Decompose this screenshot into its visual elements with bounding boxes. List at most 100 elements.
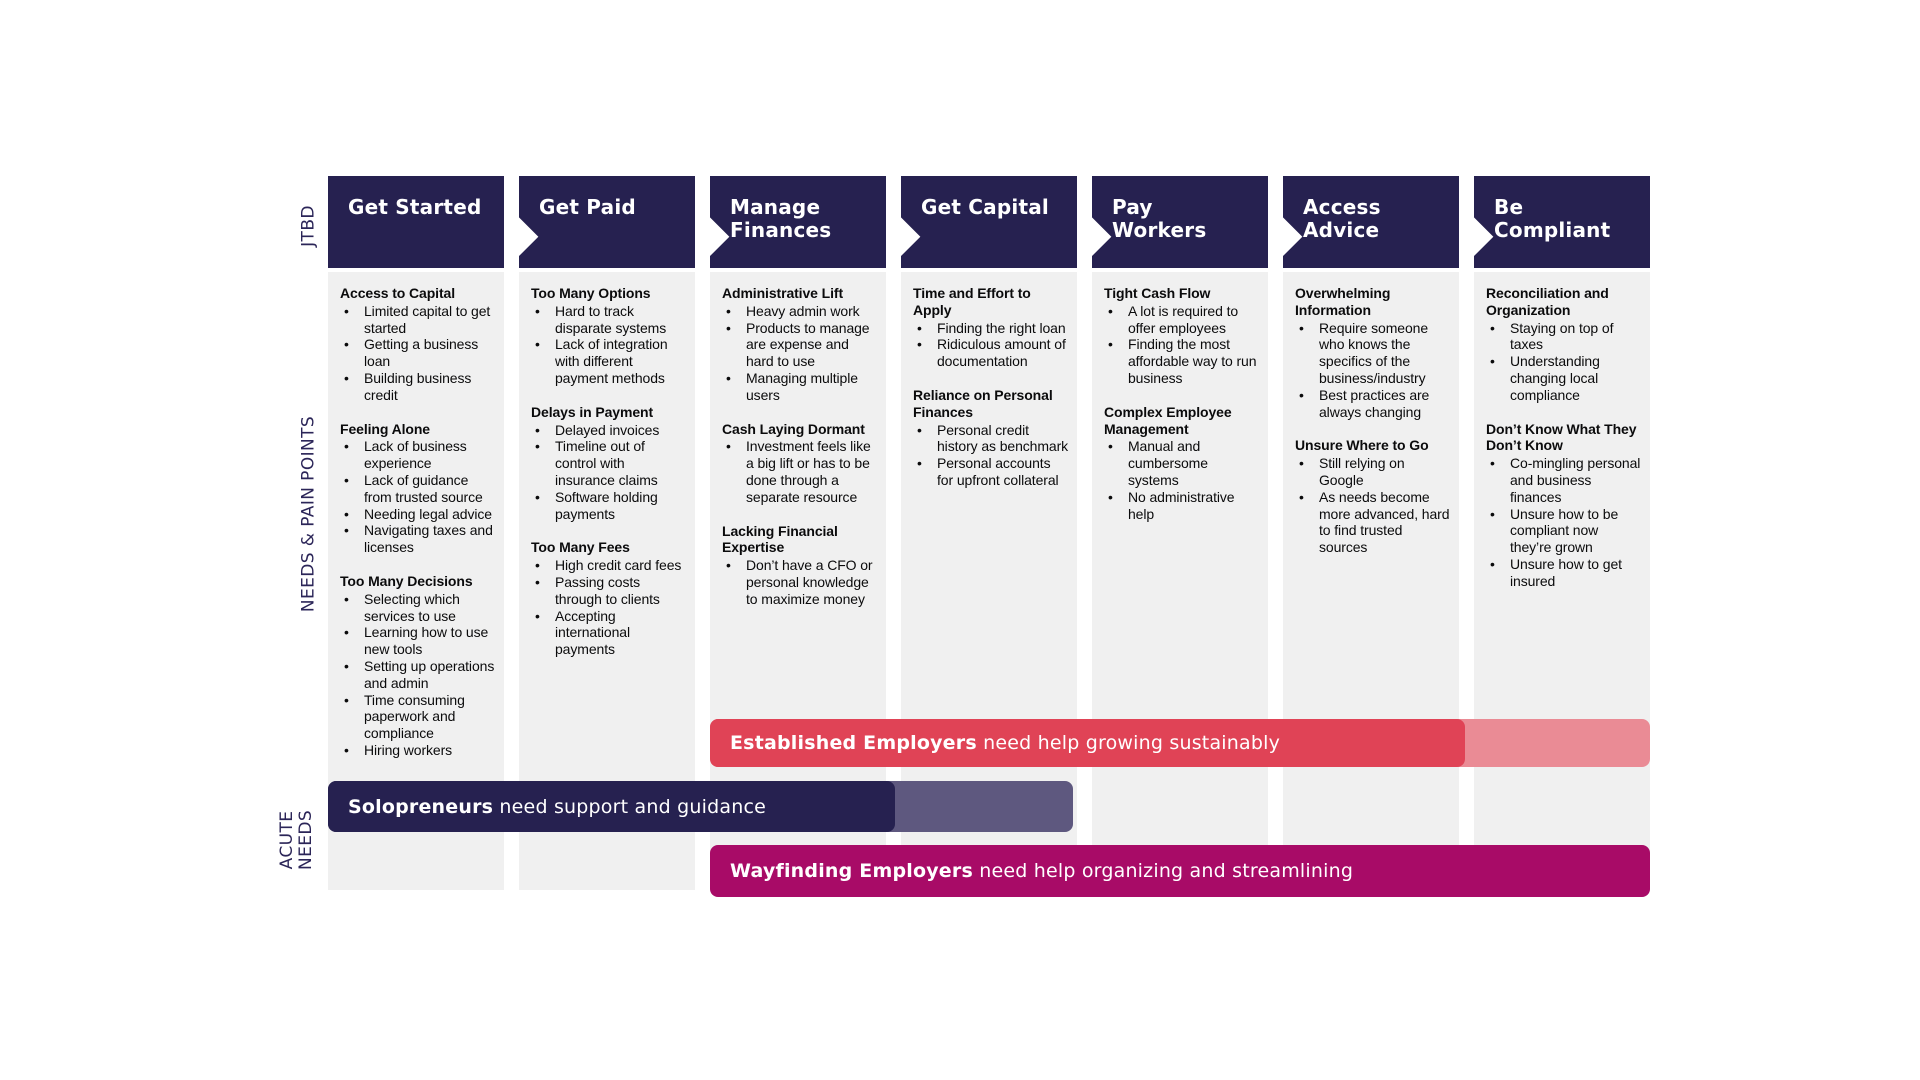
pain-point-bullet: •Navigating taxes and licenses [340, 522, 496, 556]
bullet-dot-icon: • [726, 438, 731, 455]
pain-point-group: Complex Employee Management•Manual and c… [1104, 404, 1260, 523]
pain-point-heading: Reliance on Personal Finances [913, 386, 1053, 420]
bullet-dot-icon: • [1490, 319, 1495, 336]
pain-point-bullet: •No administrative help [1104, 489, 1260, 523]
pain-point-bullet: •Manual and cumbersome systems [1104, 438, 1260, 488]
pain-points-panel: Overwhelming Information•Require someone… [1283, 272, 1459, 890]
pain-point-bullet: •Don’t have a CFO or personal knowledge … [722, 557, 878, 607]
pain-point-bullet: •Finding the right loan [913, 320, 1069, 337]
pain-point-group: Don’t Know What They Don’t Know•Co-mingl… [1486, 421, 1642, 590]
pain-point-bullet: •As needs become more advanced, hard to … [1295, 489, 1451, 556]
pain-point-bullet: • Lack of integration with different paym… [531, 336, 687, 386]
bullet-text: Navigating taxes and licenses [364, 522, 493, 556]
bullet-dot-icon: • [917, 319, 922, 336]
bullet-text: Delayed invoices [555, 421, 660, 438]
bullet-text: Best practices are always changing [1319, 386, 1430, 420]
jtbd-column: Pay Workers Tight Cash Flow•A lot is req… [1092, 176, 1268, 890]
pain-point-bullet: •A lot is required to offer employees [1104, 303, 1260, 337]
bullet-dot-icon: • [344, 657, 349, 674]
pain-point-group: Too Many Decisions•Selecting which servi… [340, 573, 496, 759]
pain-point-bullet: •Learning how to use new tools [340, 624, 496, 658]
pain-point-heading: Overwhelming Information [1295, 285, 1391, 318]
pain-point-bullet: • Personal credit history as benchmark [913, 422, 1069, 456]
pain-point-bullet: •Software holding payments [531, 489, 687, 523]
row-label-acute-needs: ACUTE NEEDS [277, 809, 316, 871]
bullet-text: Staying on top of taxes [1510, 319, 1614, 353]
pain-point-bullet: •Hard to track disparate systems [531, 303, 687, 337]
pain-point-group: Unsure Where to Go•Still relying on Goog… [1295, 437, 1451, 556]
bullet-text: Unsure how to get insured [1510, 555, 1622, 589]
bullet-dot-icon: • [1490, 555, 1495, 572]
bullet-dot-icon: • [1108, 336, 1113, 353]
pain-point-bullet: • Co-mingling personal and business finan… [1486, 455, 1642, 505]
jtbd-column-title: Access Advice [1303, 195, 1381, 242]
pain-point-bullet: • Unsure how to get insured [1486, 556, 1642, 590]
bullet-dot-icon: • [917, 336, 922, 353]
bullet-text: Products to manage are expense and hard … [746, 319, 870, 370]
acute-bar-solopreneurs-bold: Solopreneurs [348, 795, 494, 818]
pain-point-bullet: • Heavy admin work [722, 303, 878, 320]
pain-point-bullet: •Accepting international payments [531, 608, 687, 658]
jtbd-column-header: Be Compliant [1474, 176, 1650, 268]
pain-point-group: Too Many Fees•High credit card fees•Pass… [531, 539, 687, 658]
pain-point-group: Lacking Financial Expertise•Don’t have a… [722, 523, 878, 608]
bullet-dot-icon: • [535, 557, 540, 574]
pain-point-heading: Unsure Where to Go [1295, 437, 1429, 454]
bullet-dot-icon: • [535, 488, 540, 505]
jtbd-column: Access Advice Overwhelming Information•R… [1283, 176, 1459, 890]
pain-point-bullet: •Unsure how to be compliant now they’re … [1486, 506, 1642, 556]
pain-point-heading: Administrative Lift [722, 285, 844, 301]
pain-point-group: Time and Effort to Apply•Finding the rig… [913, 285, 1069, 370]
pain-point-heading: Too Many Fees [531, 539, 630, 556]
bullet-dot-icon: • [344, 624, 349, 641]
bullet-text: Setting up operations and admin [364, 657, 495, 691]
bullet-dot-icon: • [344, 590, 349, 607]
bullet-dot-icon: • [535, 336, 540, 353]
acute-bar-wayfinding-label: Wayfinding Employers need help organizin… [730, 860, 1353, 882]
bullet-text: Building business credit [364, 369, 472, 403]
bullet-text: Co-mingling personal and business financ… [1510, 455, 1641, 505]
pain-point-heading: Don’t Know What They Don’t Know [1486, 420, 1637, 454]
jtbd-column-title: Get Started [348, 195, 482, 219]
pain-point-bullet: •Lack of guidance from trusted source [340, 472, 496, 506]
pain-points-panel: Reconciliation and Organization•Staying … [1474, 272, 1650, 890]
pain-point-heading: Lacking Financial Expertise [722, 522, 838, 556]
bullet-text: Selecting which services to use [364, 590, 460, 624]
bullet-dot-icon: • [1490, 455, 1495, 472]
bullet-dot-icon: • [726, 319, 731, 336]
bullet-dot-icon: • [344, 438, 349, 455]
row-label-needs-pain-points: NEEDS & PAIN POINTS [298, 415, 319, 613]
bullet-text: As needs become more advanced, hard to f… [1319, 488, 1450, 556]
acute-needs-line2: NEEDS [296, 809, 316, 871]
bullet-dot-icon: • [726, 302, 731, 319]
pain-point-heading: Tight Cash Flow [1104, 285, 1211, 301]
jtbd-column-title: Manage Finances [730, 195, 832, 242]
acute-bar-established-employers: Established Employers need help growing … [710, 719, 1650, 767]
acute-bar-solopreneurs-rest: need support and guidance [493, 795, 766, 818]
bullet-dot-icon: • [1299, 319, 1304, 336]
pain-point-bullet: •Still relying on Google [1295, 455, 1451, 489]
pain-point-bullet: •Delayed invoices [531, 422, 687, 439]
bullet-dot-icon: • [344, 505, 349, 522]
jtbd-column-header: Get Capital [901, 176, 1077, 268]
pain-point-heading: Feeling Alone [340, 420, 430, 437]
pain-point-group: Administrative Lift•Heavy admin work•Pro… [722, 285, 878, 404]
pain-point-group: Overwhelming Information•Require someone… [1295, 285, 1451, 420]
bullet-text: Personal credit history as benchmark [937, 421, 1069, 455]
jtbd-column-title: Get Paid [539, 195, 636, 219]
pain-point-bullet: • Setting up operations and admin [340, 658, 496, 692]
acute-bar-wayfinding-employers: Wayfinding Employers need help organizin… [710, 845, 1650, 897]
bullet-dot-icon: • [1108, 438, 1113, 455]
bullet-text: Lack of integration with different payme… [555, 336, 668, 386]
jtbd-column-title: Be Compliant [1494, 195, 1611, 242]
bullet-dot-icon: • [917, 421, 922, 438]
bullet-text: Heavy admin work [746, 302, 860, 319]
bullet-dot-icon: • [1299, 386, 1304, 403]
pain-point-bullet: •Timeline out of control with insurance … [531, 438, 687, 488]
pain-point-bullet: •Hiring workers [340, 742, 496, 759]
bullet-text: A lot is required to offer employees [1128, 302, 1239, 336]
pain-point-group: Access to Capital•Limited capital to get… [340, 285, 496, 404]
pain-point-bullet: •Lack of business experience [340, 438, 496, 472]
pain-point-bullet: •Managing multiple users [722, 370, 878, 404]
